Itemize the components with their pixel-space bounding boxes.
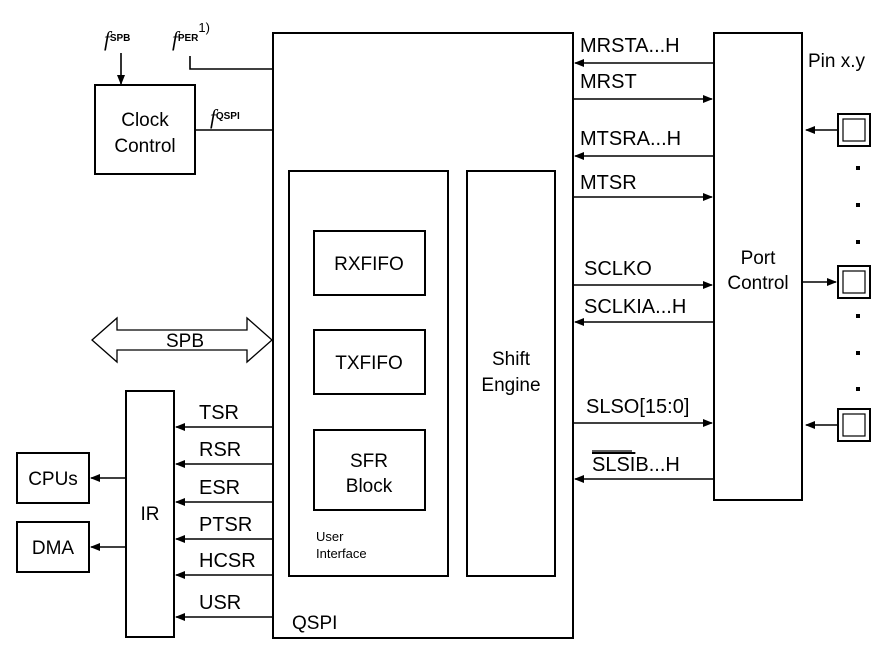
- pin-middle: [802, 265, 871, 299]
- signal-sclko: SCLKO: [584, 258, 652, 280]
- qspi-label: QSPI: [292, 613, 337, 634]
- shift-engine-label-1: Shift: [492, 349, 531, 370]
- signal-mrsta: MRSTA...H: [580, 35, 680, 57]
- cpus-label: CPUs: [28, 469, 78, 490]
- port-control-label-2: Control: [727, 273, 788, 294]
- shift-engine-label-2: Engine: [481, 375, 540, 396]
- f-per-label: fPER1): [172, 20, 210, 51]
- pin-ellipsis-dots: [856, 166, 860, 391]
- signal-esr: ESR: [199, 477, 240, 499]
- txfifo-block: [313, 329, 426, 395]
- ir-label: IR: [141, 504, 160, 525]
- rxfifo-label: RXFIFO: [334, 254, 404, 275]
- signal-mtsra: MTSRA...H: [580, 128, 681, 150]
- ir-block: [125, 390, 175, 638]
- dma-label: DMA: [32, 538, 75, 559]
- f-qspi-label: fQSPI: [210, 105, 240, 129]
- pin-bottom: [805, 408, 871, 442]
- cpus-block: [16, 452, 90, 504]
- f-spb-label: fSPB: [104, 27, 130, 51]
- pin-label: Pin x.y: [808, 51, 866, 72]
- svg-text:fSPB: fSPB: [104, 27, 130, 51]
- signal-usr: USR: [199, 592, 241, 614]
- signal-slso: SLSO[15:0]: [586, 396, 689, 418]
- spb-bus-label: SPB: [166, 331, 204, 352]
- signal-rsr: RSR: [199, 439, 241, 461]
- sfr-block: [313, 429, 426, 511]
- signal-mrst: MRST: [580, 71, 637, 93]
- shift-engine-block: [466, 170, 556, 577]
- clock-control-label-2: Control: [114, 136, 175, 157]
- dma-block: [16, 521, 90, 573]
- clock-control-label-1: Clock: [121, 110, 169, 131]
- signal-tsr: TSR: [199, 402, 239, 424]
- spb-bus-arrow: [91, 316, 273, 364]
- clock-control-block: [94, 84, 196, 175]
- sfr-block-label-1: SFR: [350, 451, 388, 472]
- rxfifo-block: [313, 230, 426, 296]
- signal-ptsr: PTSR: [199, 514, 252, 536]
- svg-text:fPER1): fPER1): [172, 20, 210, 51]
- port-control-block: [713, 32, 803, 501]
- svg-text:fQSPI: fQSPI: [210, 105, 240, 129]
- user-interface-label-2: Interface: [316, 546, 367, 561]
- svg-text:SLSIB...H: SLSIB...H: [592, 454, 680, 476]
- sfr-block-label-2: Block: [346, 476, 393, 497]
- signal-mtsr: MTSR: [580, 172, 637, 194]
- signal-slsib: SLSIB...H: [592, 450, 680, 476]
- signal-sclkia: SCLKIA...H: [584, 296, 686, 318]
- user-interface-label-1: User: [316, 529, 344, 544]
- pin-top: [805, 113, 871, 147]
- port-control-label-1: Port: [741, 248, 777, 269]
- signal-hcsr: HCSR: [199, 550, 256, 572]
- txfifo-label: TXFIFO: [335, 353, 403, 374]
